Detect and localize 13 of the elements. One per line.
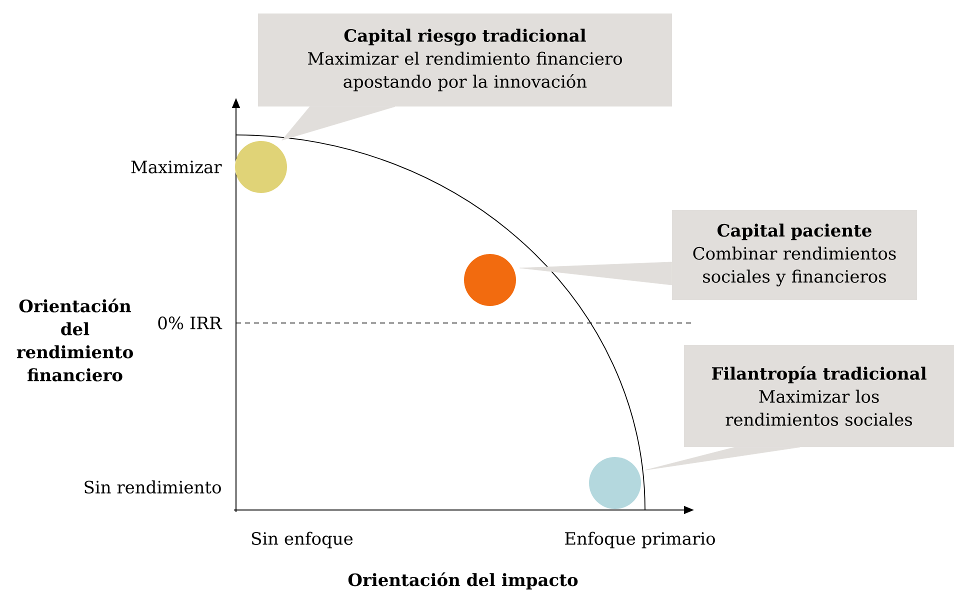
circle-marker — [464, 254, 516, 306]
axis-title: Orientación del impacto — [348, 572, 578, 590]
axis-label: Sin enfoque — [252, 532, 353, 548]
axis-label: 0% IRR — [158, 316, 222, 330]
callout-box: Capital paciente Combinar rendimientos sociales y financieros — [672, 210, 917, 300]
callout-tail — [645, 446, 800, 470]
callout-tail — [519, 262, 672, 286]
circle-marker — [235, 140, 287, 193]
axis-label: Enfoque primario — [565, 532, 715, 548]
callout-tail — [282, 106, 395, 140]
circle-marker — [589, 456, 641, 509]
axis-title: Orientación del rendimiento financiero — [16, 298, 133, 382]
axis-label: Sin rendimiento — [84, 480, 221, 494]
